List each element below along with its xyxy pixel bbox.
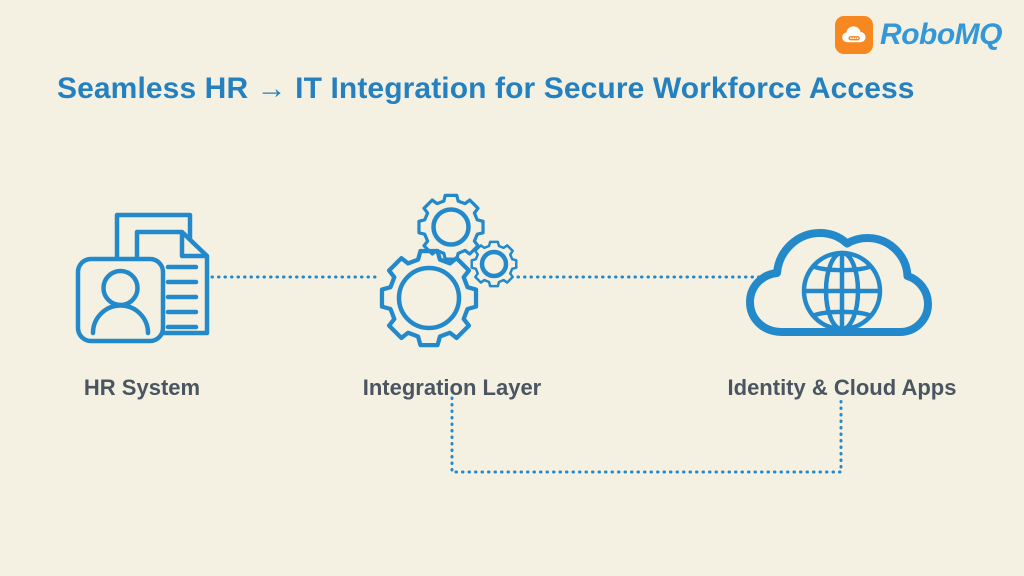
brand-name: RoboMQ <box>880 18 1002 51</box>
page-title: Seamless HR → IT Integration for Secure … <box>57 72 915 105</box>
connector-feedback-loop <box>450 396 843 474</box>
hr-system-icon <box>75 212 210 344</box>
gears-icon <box>379 193 518 348</box>
brand-logo: RoboMQ <box>835 16 1002 54</box>
cloud-globe-icon <box>746 229 932 336</box>
node-label-integration-layer: Integration Layer <box>362 375 542 400</box>
robomq-cloud-logo-icon <box>835 16 874 54</box>
node-label-hr-system: HR System <box>83 375 201 400</box>
node-label-identity-cloud-apps: Identity & Cloud Apps <box>727 375 957 400</box>
globe-icon <box>801 250 883 332</box>
